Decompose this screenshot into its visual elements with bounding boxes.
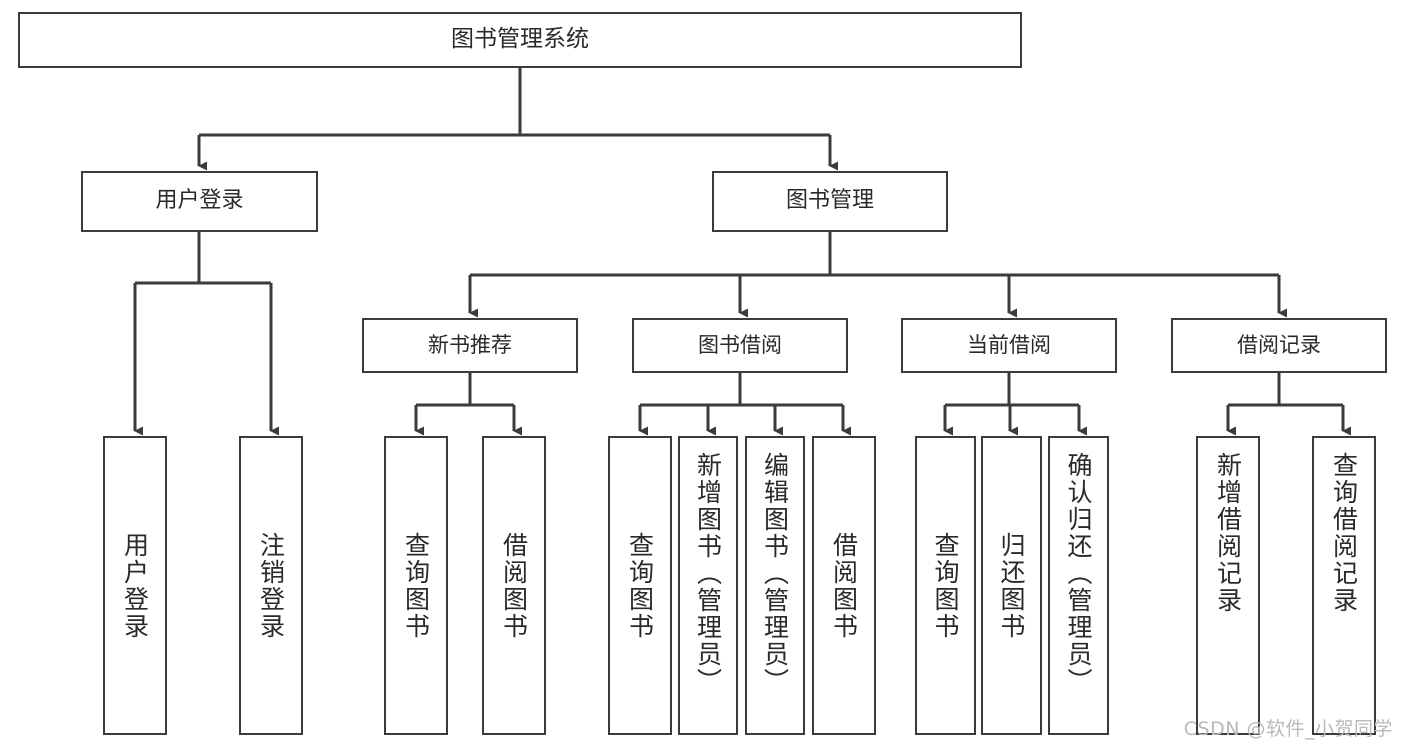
node-label: 借阅图书 [499, 531, 529, 640]
node-label: 用户登录 [155, 188, 244, 214]
node-label: 图书借阅 [698, 332, 782, 357]
node-label: 新书推荐 [428, 332, 512, 357]
node-borrow-records[interactable]: 借阅记录 [1171, 318, 1387, 373]
node-label: 编辑图书（管理员） [760, 452, 790, 695]
node-label: 新增图书（管理员） [693, 452, 723, 695]
node-current-borrow[interactable]: 当前借阅 [901, 318, 1117, 373]
node-label: 图书管理系统 [451, 26, 589, 53]
node-book-borrow[interactable]: 图书借阅 [632, 318, 848, 373]
node-label: 查询图书 [625, 531, 655, 640]
node-new-book-recommend[interactable]: 新书推荐 [362, 318, 578, 373]
node-label: 归还图书 [997, 531, 1026, 640]
leaf-current-borrow-confirm-return-admin[interactable]: 确认归还（管理员） [1048, 436, 1109, 735]
node-label: 查询图书 [401, 531, 431, 640]
node-label: 查询图书 [931, 531, 960, 640]
node-label: 借阅记录 [1237, 332, 1321, 357]
leaf-book-borrow-edit-book-admin[interactable]: 编辑图书（管理员） [745, 436, 805, 735]
node-book-management[interactable]: 图书管理 [712, 171, 948, 232]
node-label: 借阅图书 [829, 531, 859, 640]
leaf-current-borrow-return-book[interactable]: 归还图书 [981, 436, 1042, 735]
leaf-book-borrow-add-book-admin[interactable]: 新增图书（管理员） [678, 436, 738, 735]
node-label: 用户登录 [120, 531, 150, 640]
leaf-borrow-records-query-record[interactable]: 查询借阅记录 [1312, 436, 1376, 735]
leaf-user-login-logout[interactable]: 注销登录 [239, 436, 303, 735]
node-label: 确认归还（管理员） [1064, 452, 1093, 695]
leaf-book-borrow-query-book[interactable]: 查询图书 [608, 436, 672, 735]
node-root-book-management-system[interactable]: 图书管理系统 [18, 12, 1022, 68]
leaf-new-book-borrow-book[interactable]: 借阅图书 [482, 436, 546, 735]
node-label: 新增借阅记录 [1213, 452, 1243, 614]
leaf-book-borrow-borrow-book[interactable]: 借阅图书 [812, 436, 876, 735]
node-label: 图书管理 [785, 188, 874, 214]
leaf-new-book-query-book[interactable]: 查询图书 [384, 436, 448, 735]
node-user-login[interactable]: 用户登录 [81, 171, 318, 232]
node-label: 查询借阅记录 [1329, 452, 1359, 614]
leaf-current-borrow-query-book[interactable]: 查询图书 [915, 436, 976, 735]
node-label: 注销登录 [256, 531, 286, 640]
leaf-user-login-login[interactable]: 用户登录 [103, 436, 167, 735]
node-label: 当前借阅 [967, 332, 1051, 357]
leaf-borrow-records-add-record[interactable]: 新增借阅记录 [1196, 436, 1260, 735]
